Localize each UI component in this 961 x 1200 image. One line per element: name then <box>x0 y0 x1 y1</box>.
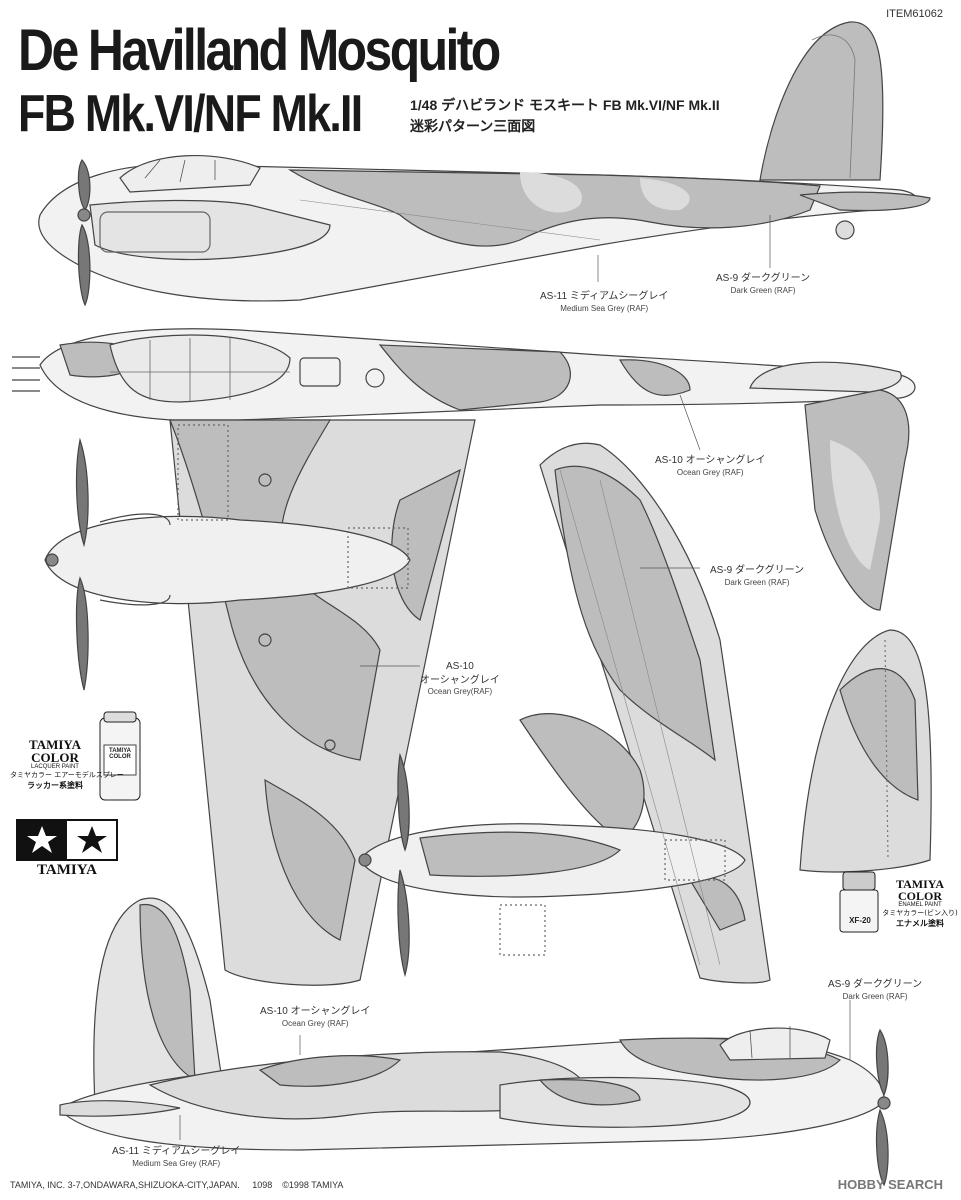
callout-label-en: Dark Green (RAF) <box>842 991 908 1001</box>
footer-code: 1098 <box>252 1180 273 1190</box>
callout-label: AS-9 ダークグリーン <box>716 273 811 284</box>
enamel-paint-logo: TAMIYA COLOR ENAMEL PAINT タミヤカラー(ビン入り) エ… <box>880 878 960 929</box>
paint-type: ENAMEL PAINT <box>898 902 942 908</box>
callout-plan-ocean: AS-10 オーシャングレイ Ocean Grey (RAF) <box>655 454 765 478</box>
callout-label: AS-11 ミディアムシーグレイ <box>112 1146 241 1157</box>
leader-lines <box>179 215 851 1140</box>
paint-jp-1: タミヤカラー エアーモデルスプレー <box>10 771 124 779</box>
callout-label-en: Ocean Grey (RAF) <box>281 1018 349 1028</box>
plan-view-fuselage <box>12 328 916 611</box>
main-title: De Havilland Mosquito <box>18 18 501 83</box>
paint-jp-1: タミヤカラー(ビン入り) <box>882 909 958 917</box>
callout-side-top-grey: AS-11 ミディアムシーグレイ Medium Sea Grey (RAF) <box>540 290 668 314</box>
side-view-top <box>38 21 931 307</box>
callout-label-en: Medium Sea Grey (RAF) <box>560 303 649 313</box>
callout-label-en: Medium Sea Grey (RAF) <box>132 1158 221 1168</box>
variant-title: FB Mk.VI/NF Mk.II <box>18 85 363 143</box>
lacquer-paint-logo: TAMIYA COLOR LACQUER PAINT タミヤカラー エアーモデル… <box>10 737 124 791</box>
tamiya-logo-text: TAMIYA <box>36 862 97 878</box>
paint-type: LACQUER PAINT <box>31 764 79 770</box>
callout-label: AS-10 オーシャングレイ <box>260 1006 371 1017</box>
callout-label-en: Dark Green (RAF) <box>724 577 790 587</box>
bottle-code: XF-20 <box>849 916 871 925</box>
callout-label: AS-11 ミディアムシーグレイ <box>540 291 669 302</box>
paint-jp-2: ラッカー系塗料 <box>27 781 83 790</box>
callout-side-bottom-grey: AS-11 ミディアムシーグレイ Medium Sea Grey (RAF) <box>112 1145 240 1169</box>
footer-address: TAMIYA, INC. 3-7,ONDAWARA,SHIZUOKA-CITY,… <box>10 1180 240 1190</box>
callout-code: AS-10 <box>446 661 474 672</box>
brand-line-1: TAMIYA <box>28 737 81 752</box>
footer: TAMIYA, INC. 3-7,ONDAWARA,SHIZUOKA-CITY,… <box>10 1180 343 1190</box>
paint-jp-2: エナメル塗料 <box>896 919 944 928</box>
item-number: ITEM61062 <box>886 8 943 20</box>
subtitle-jp: 迷彩パターン三面図 <box>410 118 536 134</box>
callout-label-en: Ocean Grey(RAF) <box>427 687 493 696</box>
callout-wing-ocean: AS-10 オーシャングレイ Ocean Grey(RAF) <box>420 660 500 698</box>
callout-side-bottom-ocean: AS-10 オーシャングレイ Ocean Grey (RAF) <box>260 1005 370 1029</box>
brand-line-2: COLOR <box>897 889 942 903</box>
footer-copyright: ©1998 TAMIYA <box>282 1180 344 1190</box>
callout-label: AS-9 ダークグリーン <box>828 979 923 990</box>
tail-fin-view <box>799 629 932 873</box>
callout-label-en: Ocean Grey (RAF) <box>676 467 744 477</box>
callout-side-top-green: AS-9 ダークグリーン Dark Green (RAF) <box>716 272 810 296</box>
spray-can-icon <box>99 711 141 801</box>
brand-line-1: TAMIYA <box>895 877 944 891</box>
brand-line-2: COLOR <box>31 750 79 765</box>
plan-view-right-wing <box>358 442 771 984</box>
callout-label: オーシャングレイ <box>420 674 500 686</box>
tamiya-star-logo <box>16 819 118 861</box>
plan-view-left-wing <box>44 419 476 986</box>
callout-label: AS-10 オーシャングレイ <box>655 455 766 466</box>
callout-plan-green: AS-9 ダークグリーン Dark Green (RAF) <box>710 564 804 588</box>
side-view-bottom <box>59 897 891 1187</box>
callout-label: AS-9 ダークグリーン <box>710 565 805 576</box>
paint-bottle-icon <box>839 871 879 933</box>
callout-label-en: Dark Green (RAF) <box>730 285 796 295</box>
scale-title: 1/48 デハビランド モスキート FB Mk.VI/NF Mk.II <box>410 97 720 113</box>
spray-can-label: TAMIYA COLOR <box>108 748 131 760</box>
callout-side-bottom-green: AS-9 ダークグリーン Dark Green (RAF) <box>828 978 922 1002</box>
watermark: HOBBY SEARCH <box>837 1177 943 1192</box>
